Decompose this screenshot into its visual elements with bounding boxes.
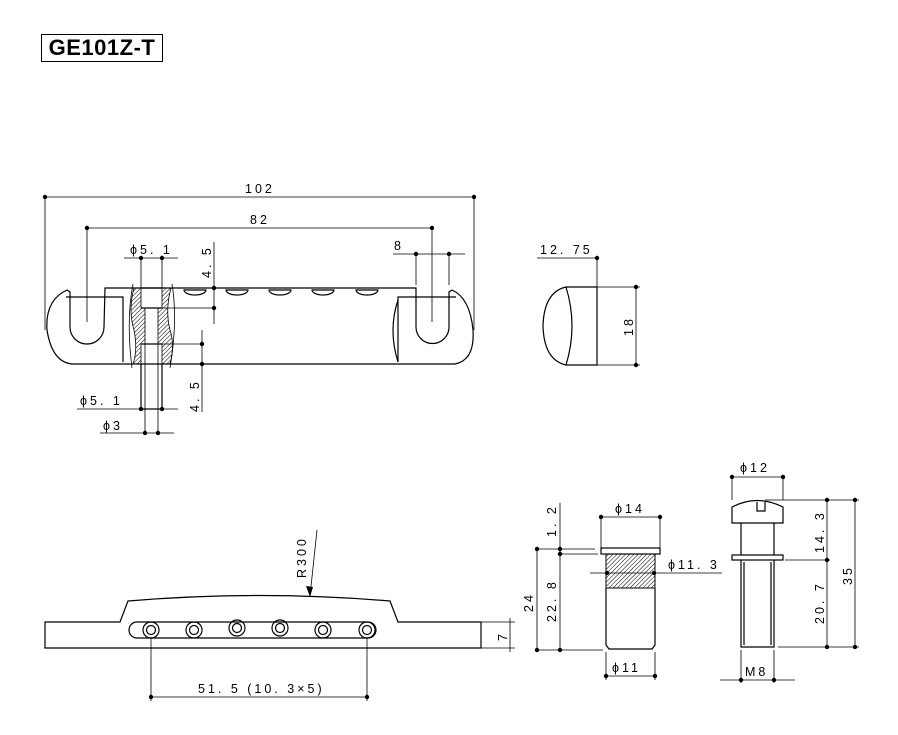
dim-stud-thread-length: 20. 7 (813, 581, 827, 624)
dim-depth-bottom: 4. 5 (188, 379, 202, 412)
dim-hole: ϕ3 (103, 419, 123, 433)
dim-saddle-span: 51. 5 (10. 3×5) (198, 682, 325, 696)
saddle-holes (142, 619, 376, 639)
top-view-dimensions: 102 82 8 ϕ5. 1 4. 5 4. 5 ϕ5. 1 ϕ3 (42, 182, 477, 436)
dim-ferrule-flange-thickness: 1. 2 (545, 504, 559, 537)
dim-stud-thread: M8 (745, 665, 768, 679)
anchor-stud: ϕ12 14. 3 20. 7 35 M8 (720, 461, 859, 683)
dim-depth-top: 4. 5 (200, 245, 214, 278)
tailpiece-side-view: 12. 75 18 (537, 243, 640, 368)
dim-radius: R300 (295, 536, 309, 578)
dim-ferrule-body-dia: ϕ11 (612, 661, 641, 675)
tailpiece-top-view (46, 283, 474, 410)
dim-post-spacing: 82 (250, 213, 270, 227)
dim-stud-head-dia: ϕ12 (740, 461, 770, 475)
dim-ferrule-flange-dia: ϕ14 (615, 502, 645, 516)
model-title: GE101Z-T (41, 34, 163, 62)
dim-side-depth: 12. 75 (540, 243, 593, 257)
dim-stud-head-length: 14. 3 (813, 510, 827, 553)
tailpiece-front-view: R300 7 51. 5 (10. 3×5) (44, 529, 515, 701)
anchor-ferrule: ϕ14 ϕ11. 3 ϕ11 1. 2 24 22. 8 (522, 502, 722, 680)
dim-bore-top: ϕ5. 1 (130, 243, 173, 257)
dim-ferrule-body-length: 22. 8 (545, 579, 559, 622)
dim-bore-bottom: ϕ5. 1 (80, 394, 123, 408)
dim-overall-width: 102 (245, 182, 275, 196)
dim-slot-width: 8 (394, 239, 404, 253)
dim-stud-total-length: 35 (841, 565, 855, 585)
dim-ferrule-total-length: 24 (522, 592, 536, 612)
dim-ferrule-knurl-dia: ϕ11. 3 (668, 558, 720, 572)
dim-front-height: 7 (496, 631, 510, 641)
dim-side-height: 18 (622, 316, 636, 336)
